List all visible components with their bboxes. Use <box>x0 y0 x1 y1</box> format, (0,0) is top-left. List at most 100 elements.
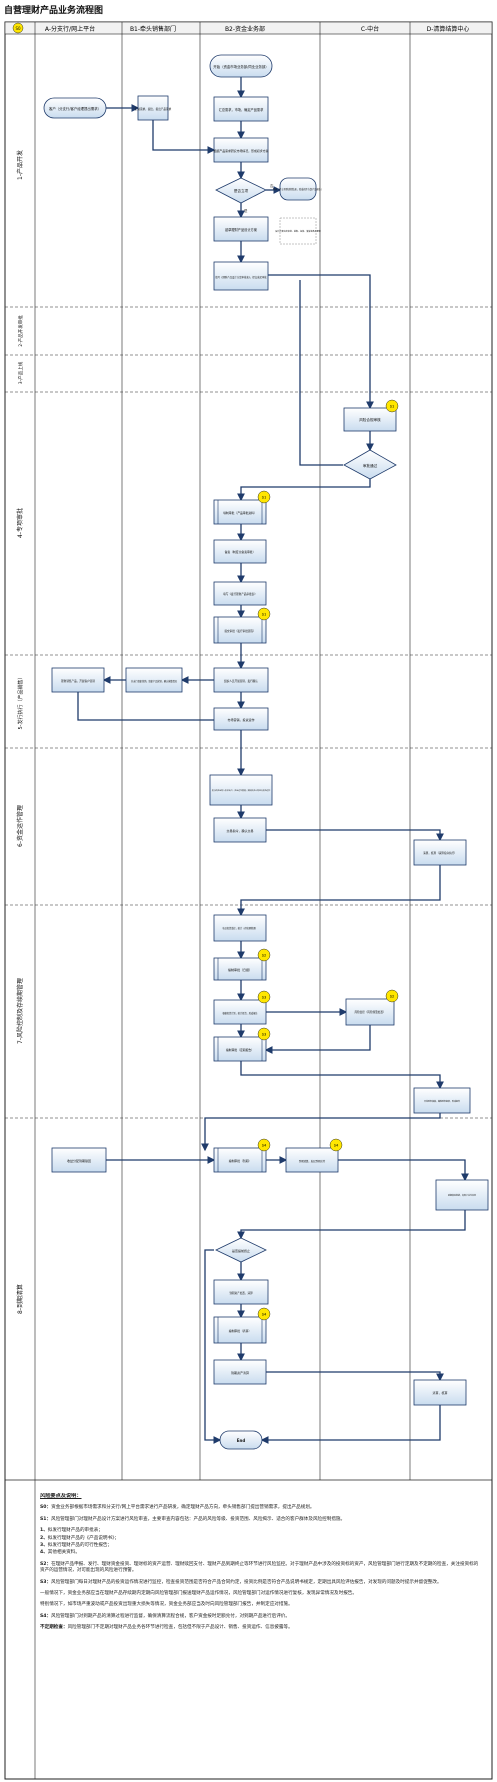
edge-approve-back <box>299 280 343 466</box>
risk-tag <box>257 490 271 504</box>
node-invest <box>209 774 273 806</box>
risk-tag <box>385 399 399 413</box>
risk-tag-label: S2 <box>262 954 267 958</box>
lane-header-a: A-分支行/网上平台 <box>45 25 95 33</box>
notes-item: 特别情况下，如市场严重波动或产品投资出现重大损失等情况，资金业务部应当及时向风险… <box>40 1602 293 1608</box>
risk-tag-label: S3 <box>262 1033 267 1037</box>
node-apply <box>213 616 267 644</box>
edge-salebranch-loop <box>77 692 241 721</box>
node-sale-branch <box>51 667 105 693</box>
notes-item: 4、其他相关资料。 <box>40 1550 80 1556</box>
node-sale-dept-label: 分支行组织营销，组织产品营销，确认募集情况 <box>131 679 178 683</box>
node-sale-dept <box>125 667 183 693</box>
node-collect <box>137 95 169 121</box>
lane-header-b2: B2-资金业务部 <box>225 25 265 33</box>
notes-item: S3：风险管理部门每日对理财产品的投资运作情况进行监控，检查投资范围是否符合产品… <box>40 1579 442 1585</box>
node-analysis <box>213 96 269 122</box>
lane-header-d: D-清算结算中心 <box>427 25 470 33</box>
node-mature-cust <box>51 1147 107 1173</box>
node-invest-label: 发行后资金划入投资专户，资金运作管理，按照投资计划进行投资运作 <box>212 788 271 792</box>
phase-label-1: 1-产品开发 <box>16 150 24 180</box>
risk-tag <box>257 1027 271 1041</box>
node-note1-label: 设计方案包含审批、销售、投资、清算等各项要素 <box>275 229 321 233</box>
edge-pay-end <box>260 1405 441 1444</box>
node-end1-label: End（不立项则流程结束，形成初步方案产品报告） <box>273 187 323 191</box>
corner-badge-label: S0 <box>15 26 21 31</box>
edge-report2-fina <box>240 1061 444 1090</box>
node-design-label: 根据产品需求研究市场情况，形成初步方案 <box>214 148 269 153</box>
node-riskctrl-label: 风险监控（风险预警处置） <box>354 1010 385 1014</box>
node-final-rep <box>213 1316 267 1344</box>
node-approve <box>343 449 397 480</box>
node-risk-review <box>343 407 397 432</box>
node-risk-review-label: 风险合规审核 <box>359 417 381 422</box>
node-daily-label: 每日投资监控，统计（存续期管理） <box>223 926 258 930</box>
node-mature-rep <box>285 1147 339 1173</box>
node-submit-label: 填写《理财产品设计方案审批表》，提交发起审批 <box>215 275 267 279</box>
node-report2 <box>213 1036 267 1062</box>
edge-risk-report2 <box>264 1025 371 1054</box>
node-pay-label: 清算，核算 <box>432 1390 447 1395</box>
phase-labels: 1-产品开发 2-产品开发审批 3-产品上线 4-专项审批 5-发行执行（产品销… <box>16 150 24 1314</box>
node-start-label: 开始（资金市场业务部/同业业务部） <box>213 64 268 69</box>
notes-item: 1、拟发行理财产品的审批表； <box>40 1528 103 1534</box>
node-req-label: 客户（分支行/客户经理提出需求） <box>49 106 101 111</box>
edge-fina-mature <box>201 1113 441 1152</box>
node-design <box>213 137 269 163</box>
node-mature-cust-label: 收益分配到期赎回 <box>67 1158 91 1163</box>
edge-redeem-no <box>204 1249 222 1444</box>
notes-item: 3、拟发行理财产品的可行性报告； <box>40 1543 113 1549</box>
node-mature-rep-label: 到期清算，发起到期兑付 <box>299 1159 326 1163</box>
notes-item: 不定期检查：风险管理部门不定期对理财产品业务各环节进行检查，包括但不限于产品设计… <box>40 1625 293 1631</box>
corner-badge <box>12 22 24 34</box>
node-ops <box>213 707 269 731</box>
node-draft-label: 起草理财产品设计方案 <box>225 227 258 232</box>
edge-archive-pay <box>266 1371 444 1382</box>
risk-tag-label: S4 <box>262 1313 267 1317</box>
node-record <box>213 539 267 564</box>
flow-nodes: 开始（资金市场业务部/同业业务部） 客户（分支行/客户经理提出需求） 汇总需求，… <box>43 54 489 1450</box>
node-approve-label: 审批通过 <box>363 463 378 468</box>
connectors <box>77 77 469 1444</box>
phase-label-8: 8-到期清算 <box>16 1284 24 1314</box>
risk-notes: 风险要点及说明： S0：资金业务部根据市场需求和分支行/网上平台需求进行产品研发… <box>40 1493 480 1773</box>
edge-submit-risk <box>268 274 374 410</box>
risk-tag <box>257 990 271 1004</box>
node-mature-prep-label: 编制审批（到期） <box>229 1159 251 1163</box>
node-analysis-label: 汇总需求，市场，确定产品需求 <box>219 107 264 112</box>
node-record-label: 备案（制度全备案审批） <box>225 550 256 554</box>
node-issue-label: 组织人员开展营销，发行确认 <box>224 679 258 683</box>
risk-tag <box>329 1138 343 1152</box>
notes-item: 一般情况下，资金业务部应当在理财产品存续期内定期向风险管理部门报送理财产品运作情… <box>40 1591 357 1597</box>
lane-header-c: C-中台 <box>361 25 379 33</box>
node-final-rep-label: 编制审批（清算） <box>229 1329 251 1333</box>
node-daily <box>213 914 267 942</box>
risk-tag <box>385 989 399 1003</box>
phase-label-5: 5-发行执行（产品销售） <box>17 675 24 730</box>
node-issue <box>213 667 269 693</box>
node-pay <box>413 1379 467 1406</box>
risk-tags: S1 S1 S1 S2 S3 S3 S2 S4 S4 S4 <box>257 399 399 1321</box>
phase-label-7: 7-风险控制及存续期管理 <box>16 978 24 1044</box>
node-note1 <box>279 217 317 245</box>
node-term-label: 到期资产处置，清算 <box>229 1291 253 1295</box>
page-title: 自营理财产品业务流程图 <box>4 4 103 16</box>
node-draft <box>213 216 269 242</box>
edge-rep-finb <box>338 1159 469 1182</box>
node-fin-a <box>413 1087 471 1114</box>
edge-collect-design <box>152 120 216 154</box>
node-fill <box>213 499 267 525</box>
node-trade-label: 交易指令，确认交易 <box>226 828 253 833</box>
risk-tag-label: S2 <box>390 995 395 999</box>
node-sign-label: 填写《发行理财产品审批表》 <box>223 592 257 596</box>
node-report1-label: 编制审批（日报） <box>228 967 252 972</box>
risk-tag-label: S3 <box>262 996 267 1000</box>
node-end1 <box>279 177 317 201</box>
node-sign <box>213 581 267 606</box>
notes-item: S1：风险管理部门对理财产品设计方案进行风险审查，主要审查内容包括：产品的风险等… <box>40 1516 346 1522</box>
node-decide <box>215 177 267 204</box>
risk-tag-label: S1 <box>262 496 267 500</box>
notes-title: 风险要点及说明： <box>40 1493 82 1499</box>
node-settle-label: 清算，核算（清算指令执行） <box>423 851 457 855</box>
risk-tag <box>257 607 271 621</box>
